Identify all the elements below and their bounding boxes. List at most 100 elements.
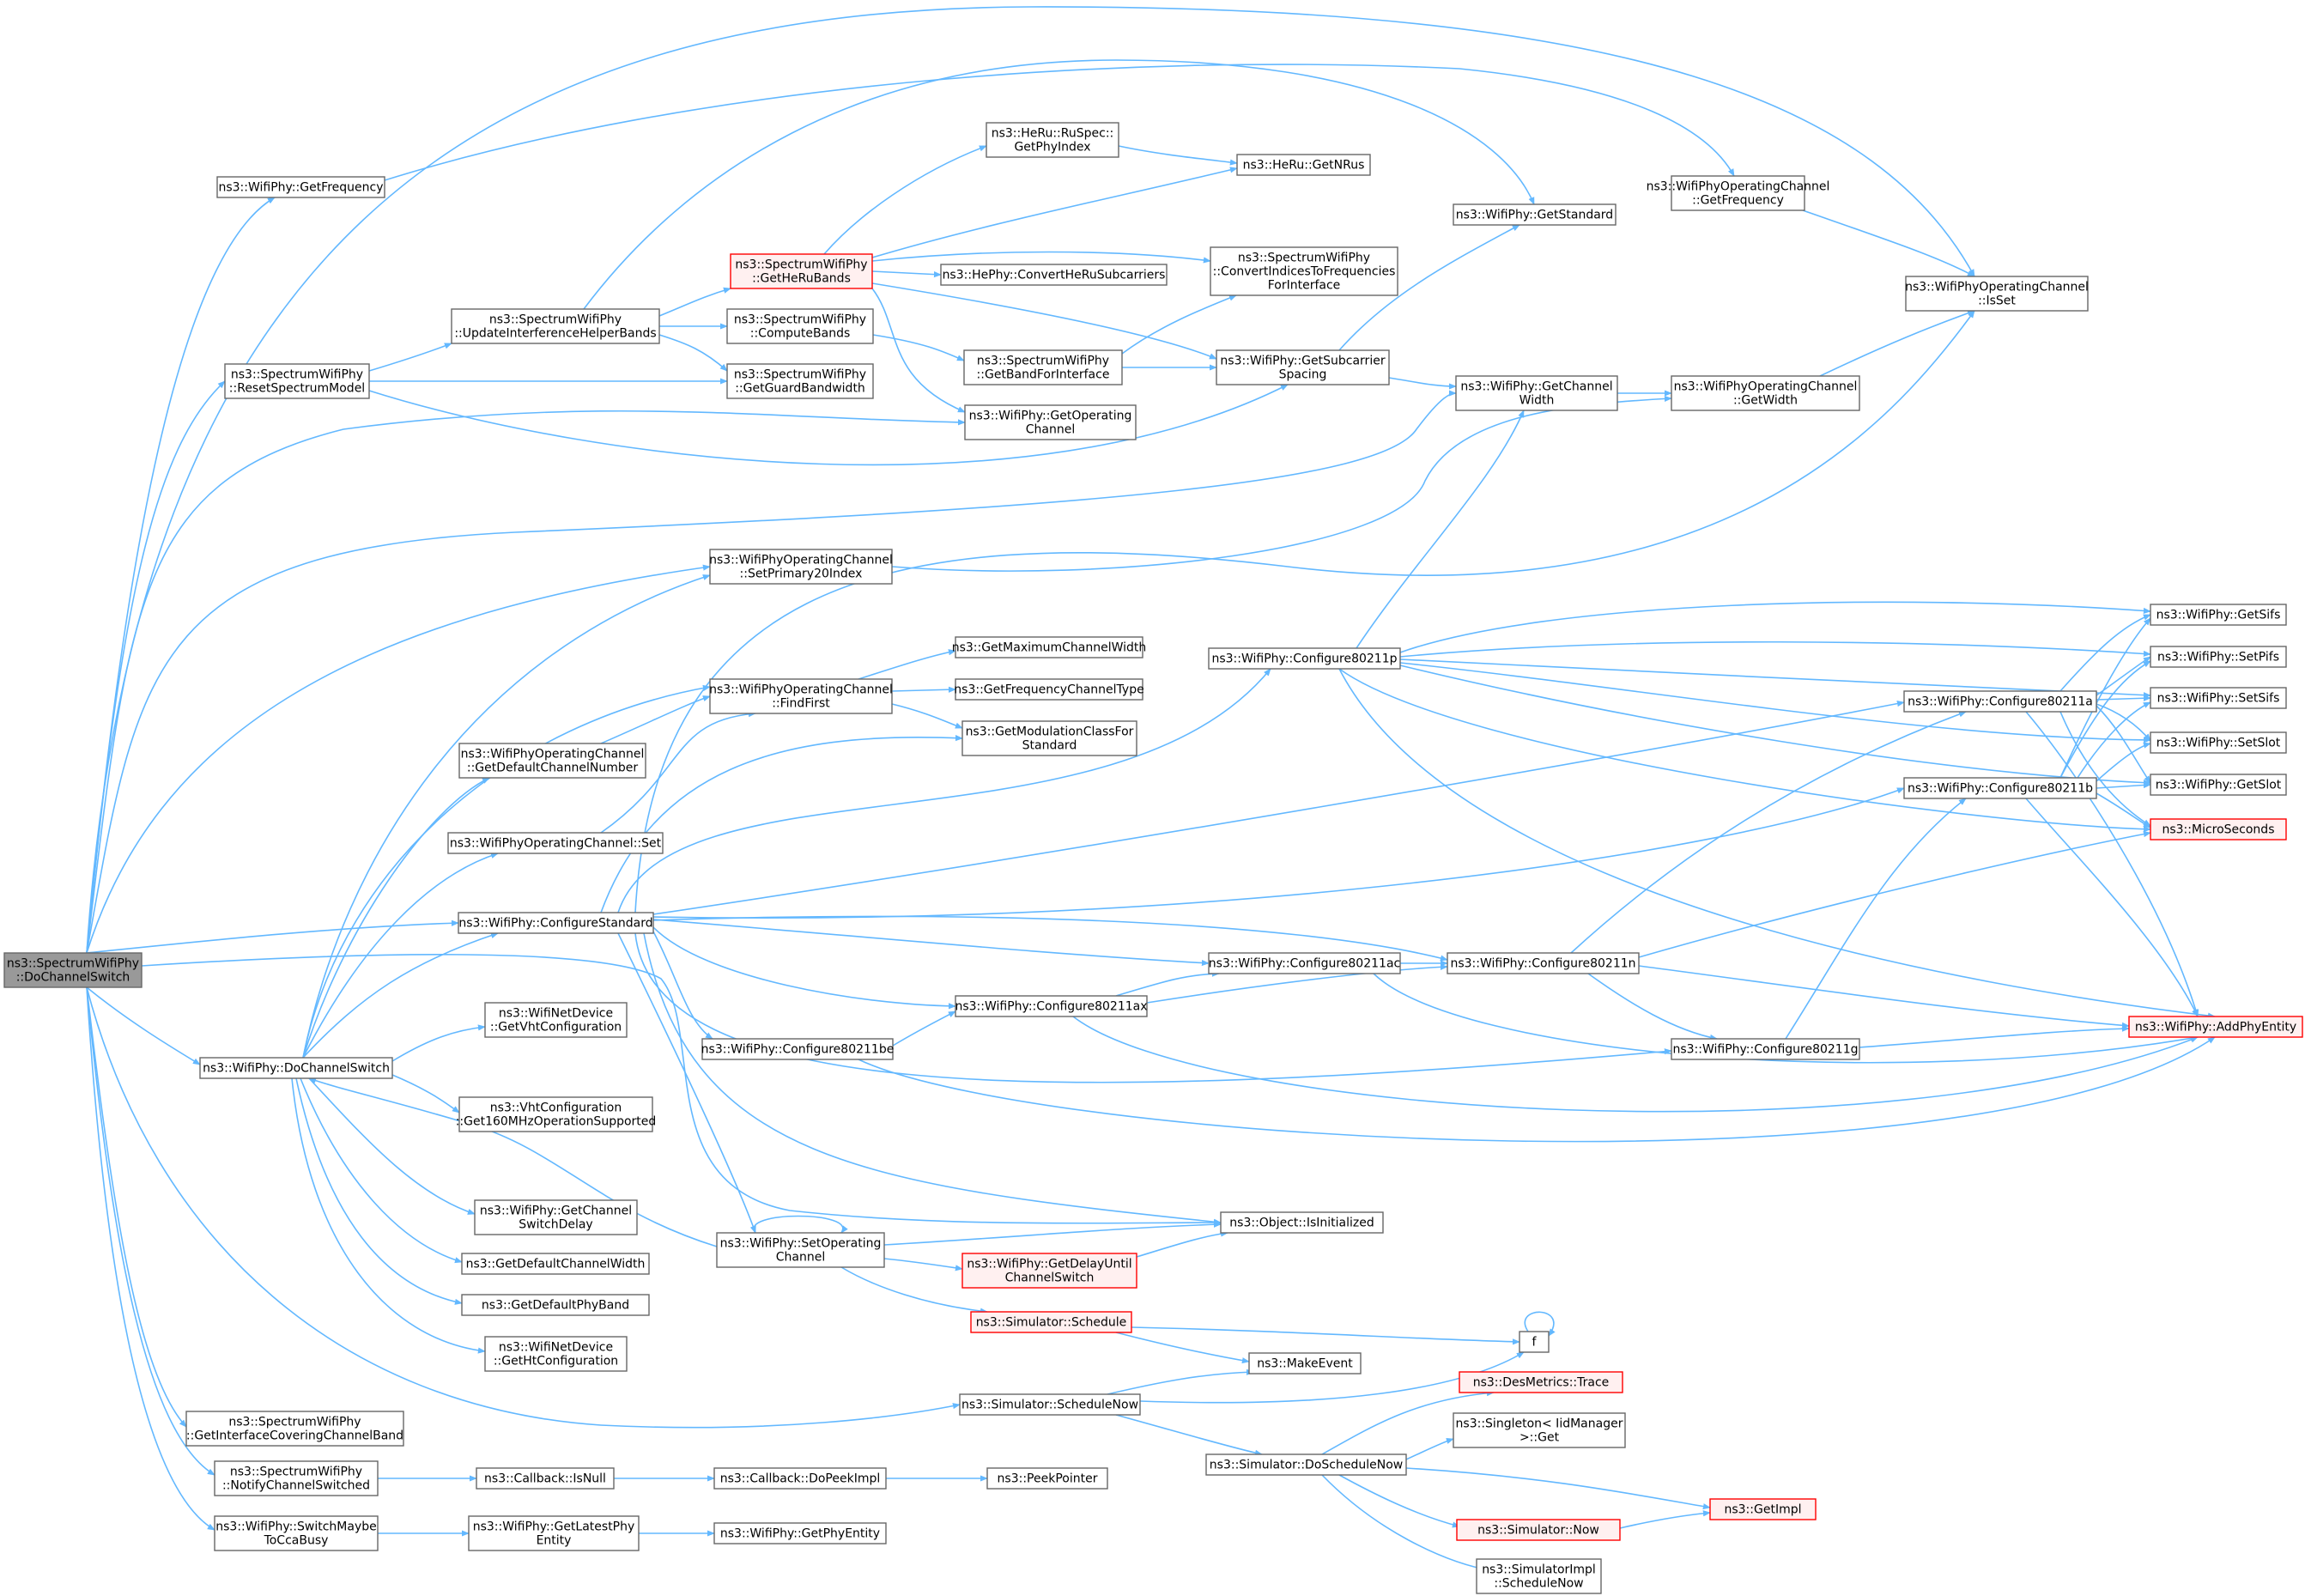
node-ns3-spectrumwifiphy-computebands[interactable]: ns3::SpectrumWifiPhy::ComputeBands — [726, 308, 874, 344]
node-ns3-simulator-now[interactable]: ns3::Simulator::Now — [1456, 1519, 1621, 1541]
node-ns3-peekpointer[interactable]: ns3::PeekPointer — [986, 1467, 1108, 1490]
node-box — [1208, 647, 1401, 670]
node-ns3-wifiphy-getstandard[interactable]: ns3::WifiPhy::GetStandard — [1453, 203, 1617, 226]
node-ns3-heru-ruspec-getphyindex[interactable]: ns3::HeRu::RuSpec::GetPhyIndex — [986, 122, 1119, 158]
node-ns3-simulator-schedulenow[interactable]: ns3::Simulator::ScheduleNow — [959, 1393, 1141, 1416]
node-ns3-wifiphy-configure80211a[interactable]: ns3::WifiPhy::Configure80211a — [1903, 690, 2097, 713]
node-ns3-simulator-doschedulenow[interactable]: ns3::Simulator::DoScheduleNow — [1205, 1453, 1407, 1476]
edge-n26-to-n22 — [600, 711, 756, 834]
node-label-line: ::ScheduleNow — [1494, 1577, 1583, 1591]
node-label-line: Channel — [1026, 423, 1075, 437]
edge-n56-to-n53 — [1139, 1351, 1525, 1404]
node-ns3-object-isinitialized[interactable]: ns3::Object::IsInitialized — [1220, 1211, 1384, 1234]
node-ns3-wifiphyoperatingchannel-findfirst[interactable]: ns3::WifiPhyOperatingChannel::FindFirst — [709, 678, 893, 714]
node-ns3-getimpl[interactable]: ns3::GetImpl — [1709, 1498, 1817, 1520]
node-label-line: ns3::WifiPhy::Configure80211p — [1211, 652, 1397, 666]
node-box — [1903, 690, 2097, 713]
node-ns3-spectrumwifiphy-convertindicestofrequencies-forinterface[interactable]: ns3::SpectrumWifiPhy::ConvertIndicesToFr… — [1210, 246, 1398, 296]
node-ns3-getmaximumchannelwidth[interactable]: ns3::GetMaximumChannelWidth — [952, 636, 1147, 658]
node-ns3-getfrequencychanneltype[interactable]: ns3::GetFrequencyChannelType — [954, 678, 1144, 701]
node-ns3-getdefaultchannelwidth[interactable]: ns3::GetDefaultChannelWidth — [461, 1253, 650, 1275]
node-label-line: ns3::WifiPhy::SetPifs — [2157, 651, 2279, 664]
node-label-line: ::ResetSpectrumModel — [229, 382, 365, 396]
node-ns3-wifiphyoperatingchannel-getdefaultchannelnumber[interactable]: ns3::WifiPhyOperatingChannel::GetDefault… — [458, 743, 646, 779]
node-ns3-heru-getnrus[interactable]: ns3::HeRu::GetNRus — [1236, 154, 1371, 176]
node-label-line: ::GetFrequency — [1692, 194, 1784, 208]
node-label-line: ::DoChannelSwitch — [16, 971, 130, 985]
node-ns3-wifiphy-addphyentity[interactable]: ns3::WifiPhy::AddPhyEntity — [2128, 1016, 2303, 1038]
node-ns3-wifiphy-getfrequency[interactable]: ns3::WifiPhy::GetFrequency — [216, 176, 385, 198]
node-box — [1236, 154, 1371, 176]
node-label-line: ns3::WifiPhy::Configure80211ac — [1209, 957, 1400, 971]
node-ns3-hephy-convertherusubcarriers[interactable]: ns3::HePhy::ConvertHeRuSubcarriers — [940, 264, 1168, 286]
node-ns3-spectrumwifiphy-getinterfacecoveringchannelband[interactable]: ns3::SpectrumWifiPhy::GetInterfaceCoveri… — [185, 1411, 404, 1447]
node-ns3-callback-isnull[interactable]: ns3::Callback::IsNull — [476, 1467, 615, 1490]
node-ns3-callback-dopeekimpl[interactable]: ns3::Callback::DoPeekImpl — [713, 1467, 887, 1490]
node-box — [1671, 1038, 1860, 1060]
node-ns3-wifinetdevice-getvhtconfiguration[interactable]: ns3::WifiNetDevice::GetVhtConfiguration — [484, 1002, 628, 1038]
edge-n1-to-n16 — [86, 390, 1457, 954]
node-ns3-wifiphy-configure80211b[interactable]: ns3::WifiPhy::Configure80211b — [1903, 777, 2097, 799]
node-ns3-spectrumwifiphy-dochannelswitch[interactable]: ns3::SpectrumWifiPhy::DoChannelSwitch — [3, 952, 143, 988]
node-ns3-spectrumwifiphy-getguardbandwidth[interactable]: ns3::SpectrumWifiPhy::GetGuardBandwidth — [726, 363, 874, 399]
node-label-line: ns3::VhtConfiguration — [490, 1101, 622, 1115]
node-ns3-wifiphy-setsifs[interactable]: ns3::WifiPhy::SetSifs — [2150, 687, 2287, 709]
edge-n38-to-n40 — [1638, 965, 2130, 1029]
node-ns3-wifiphy-configure80211n[interactable]: ns3::WifiPhy::Configure80211n — [1447, 952, 1640, 974]
node-label-line: ns3::GetDefaultChannelWidth — [466, 1258, 646, 1271]
node-box — [1453, 1412, 1626, 1448]
node-ns3-makeevent[interactable]: ns3::MakeEvent — [1248, 1352, 1362, 1375]
node-ns3-spectrumwifiphy-resetspectrummodel[interactable]: ns3::SpectrumWifiPhy::ResetSpectrumModel — [224, 363, 370, 399]
node-f[interactable]: f — [1519, 1331, 1550, 1353]
node-ns3-wifiphy-setslot[interactable]: ns3::WifiPhy::SetSlot — [2150, 731, 2287, 754]
node-ns3-wifiphy-configurestandard[interactable]: ns3::WifiPhy::ConfigureStandard — [458, 912, 654, 934]
edge-n4-to-n15 — [583, 59, 1535, 310]
node-label-line: ns3::WifiNetDevice — [499, 1007, 613, 1021]
node-label-line: ns3::SpectrumWifiPhy — [489, 313, 622, 327]
node-ns3-wifiphy-configure80211g[interactable]: ns3::WifiPhy::Configure80211g — [1671, 1038, 1860, 1060]
node-ns3-wifiphy-configure80211p[interactable]: ns3::WifiPhy::Configure80211p — [1208, 647, 1401, 670]
edge-n5-to-n6 — [823, 145, 987, 255]
node-label-line: ns3::WifiPhy::SetOperating — [720, 1237, 882, 1251]
node-box — [484, 1336, 628, 1372]
node-ns3-spectrumwifiphy-notifychannelswitched[interactable]: ns3::SpectrumWifiPhy::NotifyChannelSwitc… — [214, 1460, 379, 1496]
node-ns3-wifiphy-configure80211ax[interactable]: ns3::WifiPhy::Configure80211ax — [955, 995, 1148, 1017]
edge-n4-to-n11 — [658, 334, 728, 372]
node-ns3-desmetrics-trace[interactable]: ns3::DesMetrics::Trace — [1459, 1371, 1623, 1393]
node-ns3-wifiphy-getslot[interactable]: ns3::WifiPhy::GetSlot — [2150, 774, 2287, 796]
edge-n1-to-n58 — [86, 986, 187, 1428]
node-ns3-wifiphy-dochannelswitch[interactable]: ns3::WifiPhy::DoChannelSwitch — [199, 1057, 393, 1079]
node-ns3-wifiphyoperatingchannel-getfrequency[interactable]: ns3::WifiPhyOperatingChannel::GetFrequen… — [1647, 175, 1830, 211]
node-ns3-wifinetdevice-gethtconfiguration[interactable]: ns3::WifiNetDevice::GetHtConfiguration — [484, 1336, 628, 1372]
node-ns3-wifiphy-getphyentity[interactable]: ns3::WifiPhy::GetPhyEntity — [713, 1522, 887, 1544]
node-ns3-wifiphyoperatingchannel-getwidth[interactable]: ns3::WifiPhyOperatingChannel::GetWidth — [1671, 375, 1860, 411]
node-ns3-spectrumwifiphy-getherubands[interactable]: ns3::SpectrumWifiPhy::GetHeRuBands — [730, 253, 873, 289]
node-ns3-wifiphyoperatingchannel-set[interactable]: ns3::WifiPhyOperatingChannel::Set — [447, 832, 664, 854]
node-ns3-spectrumwifiphy-updateinterferencehelperbands[interactable]: ns3::SpectrumWifiPhy::UpdateInterference… — [451, 308, 660, 344]
node-ns3-spectrumwifiphy-getbandforinterface[interactable]: ns3::SpectrumWifiPhy::GetBandForInterfac… — [963, 349, 1123, 385]
node-ns3-microseconds[interactable]: ns3::MicroSeconds — [2150, 818, 2287, 840]
node-ns3-wifiphy-configure80211be[interactable]: ns3::WifiPhy::Configure80211be — [701, 1038, 895, 1060]
node-ns3-wifiphy-setpifs[interactable]: ns3::WifiPhy::SetPifs — [2150, 646, 2287, 668]
node-ns3-wifiphy-configure80211ac[interactable]: ns3::WifiPhy::Configure80211ac — [1208, 952, 1401, 974]
node-ns3-wifiphyoperatingchannel-isset[interactable]: ns3::WifiPhyOperatingChannel::IsSet — [1905, 276, 2089, 312]
node-ns3-wifiphyoperatingchannel-setprimary20index[interactable]: ns3::WifiPhyOperatingChannel::SetPrimary… — [709, 549, 893, 585]
node-ns3-wifiphy-getsifs[interactable]: ns3::WifiPhy::GetSifs — [2150, 604, 2287, 626]
node-box — [963, 349, 1123, 385]
node-box — [2150, 818, 2287, 840]
node-ns3-simulatorimpl-schedulenow[interactable]: ns3::SimulatorImpl::ScheduleNow — [1476, 1558, 1602, 1594]
node-ns3-getdefaultphyband[interactable]: ns3::GetDefaultPhyBand — [461, 1294, 650, 1316]
node-ns3-simulator-schedule[interactable]: ns3::Simulator::Schedule — [970, 1311, 1132, 1333]
node-ns3-vhtconfiguration-get160mhzoperationsupported[interactable]: ns3::VhtConfiguration::Get160MHzOperatio… — [456, 1096, 657, 1132]
node-box — [2150, 731, 2287, 754]
node-ns3-singleton-iidmanager-get[interactable]: ns3::Singleton< IidManager>::Get — [1453, 1412, 1626, 1448]
